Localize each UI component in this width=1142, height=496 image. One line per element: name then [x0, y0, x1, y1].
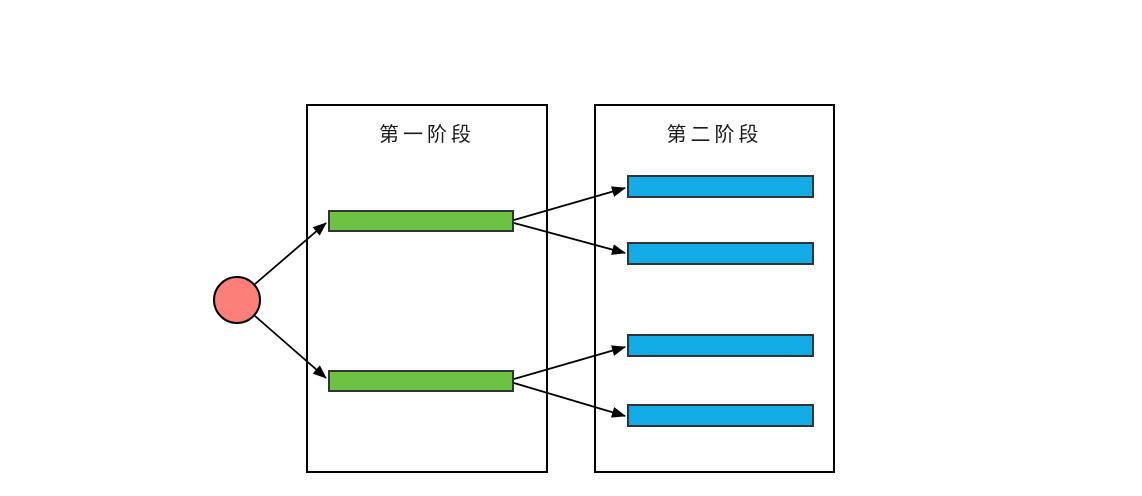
stage2-bar-1 — [627, 175, 814, 198]
stage2-title: 第二阶段 — [666, 122, 763, 146]
stage1-bar-2 — [328, 370, 514, 392]
start-circle-node — [213, 276, 261, 324]
stage2-bar-2 — [627, 242, 814, 265]
stage1-box: 第一阶段 — [306, 104, 548, 473]
stage2-bar-3 — [627, 334, 814, 357]
stage1-bar-1 — [328, 210, 514, 232]
stage1-title: 第一阶段 — [379, 122, 475, 146]
stage2-bar-4 — [627, 404, 814, 427]
